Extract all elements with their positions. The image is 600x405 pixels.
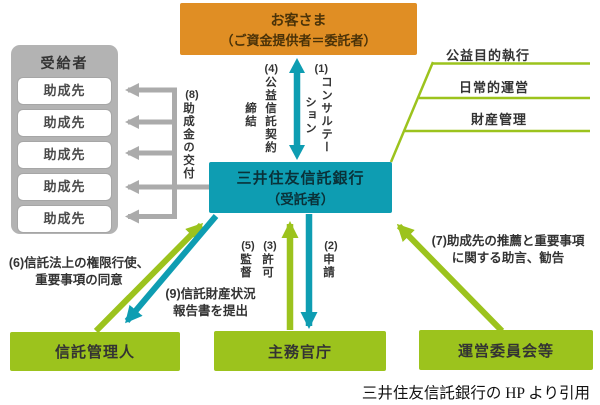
flow-2-number: (2) <box>324 240 338 252</box>
duty-public-interest: 公益目的執行 <box>446 48 531 63</box>
flow-3-number: (3) <box>263 240 277 252</box>
recipients-panel: 受給者 助成先 助成先 助成先 助成先 助成先 <box>11 45 118 234</box>
customer-node: お客さま （ご資金提供者＝委託者） <box>180 3 417 55</box>
flow-label-6: (6)信託法上の権限行使、 重要事項の同意 <box>8 256 150 287</box>
bank-subtitle: （受託者） <box>266 192 335 207</box>
flow-label-7: (7)助成先の推薦と重要事項 に関する助言、勧告 <box>431 234 585 265</box>
flow-1-number: (1) <box>314 63 328 75</box>
flow-4-text: 公益信託契約 締結 <box>244 76 276 154</box>
bank-node: 三井住友信託銀行 （受託者） <box>209 162 392 213</box>
flow-label-9: (9)信託財産状況 報告書を提出 <box>165 287 256 318</box>
flow-2-text: 申請 <box>322 253 334 279</box>
bank-title: 三井住友信託銀行 <box>236 170 365 187</box>
flow-label-8: (8) 助成金の交付 <box>178 88 206 180</box>
flow-label-4: (4) 公益信託契約 締結 <box>240 62 284 154</box>
source-caption: 三井住友信託銀行の HP より引用 <box>361 385 590 402</box>
trust-admin-label: 信託管理人 <box>54 344 135 361</box>
flow-8-text: 助成金の交付 <box>182 102 194 180</box>
grant-recipient-item: 助成先 <box>17 173 112 201</box>
duty-asset-management: 財産管理 <box>471 112 528 127</box>
grant-recipient-item: 助成先 <box>17 205 112 233</box>
flow-label-1: (1) コンサルテー ション <box>302 62 334 154</box>
customer-title: お客さま <box>270 11 327 28</box>
flow-5-text: 監督 <box>239 253 251 279</box>
flow-label-3: (3) 許可 <box>259 239 281 279</box>
committee-label: 運営委員会等 <box>457 342 554 360</box>
duty-daily-operation: 日常的運営 <box>459 80 530 95</box>
authority-node: 主務官庁 <box>214 331 386 371</box>
grant-recipient-item: 助成先 <box>17 77 112 105</box>
flow-label-5: (5) 監督 <box>237 239 259 279</box>
trust-admin-node: 信託管理人 <box>10 332 180 371</box>
flow-4-number: (4) <box>264 63 278 75</box>
flow-label-2: (2) 申請 <box>320 239 342 279</box>
flow-8-number: (8) <box>185 89 199 101</box>
recipients-header: 受給者 <box>40 55 89 71</box>
grant-recipient-item: 助成先 <box>17 109 112 137</box>
flow-5-number: (5) <box>241 240 255 252</box>
flow-1-text: コンサルテー ション <box>304 76 332 154</box>
authority-label: 主務官庁 <box>267 343 332 361</box>
customer-subtitle: （ご資金提供者＝委託者） <box>220 32 377 48</box>
committee-node: 運営委員会等 <box>419 330 593 370</box>
flow-3-text: 許可 <box>261 253 273 279</box>
grant-recipient-item: 助成先 <box>17 141 112 169</box>
